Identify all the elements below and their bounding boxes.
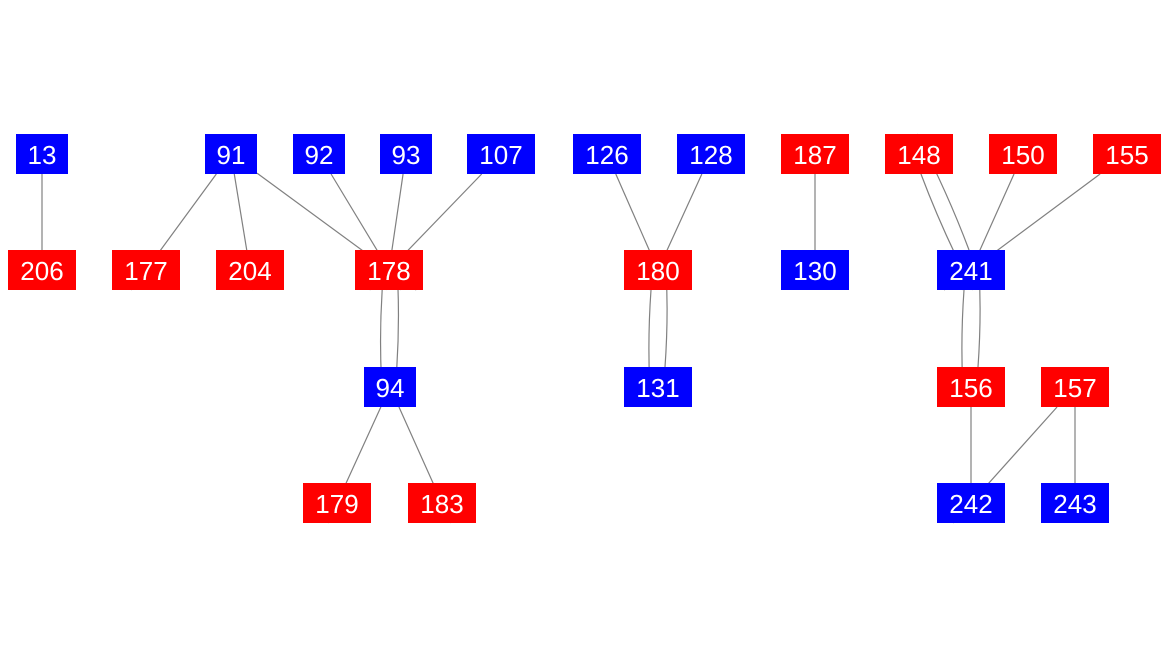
nodes-layer: 13 206 91 177 204 92 93 107 178 94 179 183 126 128 180…: [8, 134, 1161, 523]
edges-layer: [37, 133, 1101, 524]
node-label: 150: [1001, 140, 1044, 170]
node-label: 91: [217, 140, 246, 170]
node-label: 148: [897, 140, 940, 170]
node-box: [205, 134, 257, 174]
node-label: 179: [315, 489, 358, 519]
node-157[interactable]: 157: [1041, 367, 1109, 407]
node-label: 130: [793, 256, 836, 286]
node-label: 126: [585, 140, 628, 170]
node-label: 178: [367, 256, 410, 286]
node-label: 93: [392, 140, 421, 170]
node-box: [8, 250, 76, 290]
node-label: 177: [124, 256, 167, 286]
node-155[interactable]: 155: [1093, 134, 1161, 174]
node-13[interactable]: 13: [16, 134, 68, 174]
node-label: 13: [28, 140, 57, 170]
node-box: [1093, 134, 1161, 174]
node-131[interactable]: 131: [624, 367, 692, 407]
node-180[interactable]: 180: [624, 250, 692, 290]
node-label: 155: [1105, 140, 1148, 170]
node-label: 131: [636, 373, 679, 403]
node-label: 206: [20, 256, 63, 286]
node-box: [624, 367, 692, 407]
node-label: 128: [689, 140, 732, 170]
node-box: [16, 134, 68, 174]
node-183[interactable]: 183: [408, 483, 476, 523]
node-179[interactable]: 179: [303, 483, 371, 523]
node-box: [355, 250, 423, 290]
node-label: 180: [636, 256, 679, 286]
node-128[interactable]: 128: [677, 134, 745, 174]
node-92[interactable]: 92: [293, 134, 345, 174]
node-box: [624, 250, 692, 290]
node-label: 94: [376, 373, 405, 403]
node-label: 107: [479, 140, 522, 170]
node-178[interactable]: 178: [355, 250, 423, 290]
node-box: [293, 134, 345, 174]
node-box: [303, 483, 371, 523]
node-107[interactable]: 107: [467, 134, 535, 174]
node-box: [216, 250, 284, 290]
node-box: [885, 134, 953, 174]
node-box: [677, 134, 745, 174]
node-box: [408, 483, 476, 523]
node-box: [112, 250, 180, 290]
node-box: [380, 134, 432, 174]
node-label: 204: [228, 256, 271, 286]
node-label: 183: [420, 489, 463, 519]
node-93[interactable]: 93: [380, 134, 432, 174]
node-204[interactable]: 204: [216, 250, 284, 290]
node-150[interactable]: 150: [989, 134, 1057, 174]
node-box: [937, 367, 1005, 407]
node-242[interactable]: 242: [937, 483, 1005, 523]
node-box: [364, 367, 416, 407]
node-box: [937, 483, 1005, 523]
node-label: 92: [305, 140, 334, 170]
node-box: [781, 250, 849, 290]
node-177[interactable]: 177: [112, 250, 180, 290]
node-box: [573, 134, 641, 174]
node-box: [989, 134, 1057, 174]
node-241[interactable]: 241: [937, 250, 1005, 290]
node-box: [781, 134, 849, 174]
node-label: 243: [1053, 489, 1096, 519]
node-156[interactable]: 156: [937, 367, 1005, 407]
node-243[interactable]: 243: [1041, 483, 1109, 523]
node-91[interactable]: 91: [205, 134, 257, 174]
node-130[interactable]: 130: [781, 250, 849, 290]
node-206[interactable]: 206: [8, 250, 76, 290]
node-label: 187: [793, 140, 836, 170]
node-label: 241: [949, 256, 992, 286]
node-94[interactable]: 94: [364, 367, 416, 407]
node-126[interactable]: 126: [573, 134, 641, 174]
node-box: [467, 134, 535, 174]
node-label: 242: [949, 489, 992, 519]
node-label: 157: [1053, 373, 1096, 403]
node-box: [1041, 483, 1109, 523]
node-box: [1041, 367, 1109, 407]
node-148[interactable]: 148: [885, 134, 953, 174]
node-box: [937, 250, 1005, 290]
node-label: 156: [949, 373, 992, 403]
node-187[interactable]: 187: [781, 134, 849, 174]
